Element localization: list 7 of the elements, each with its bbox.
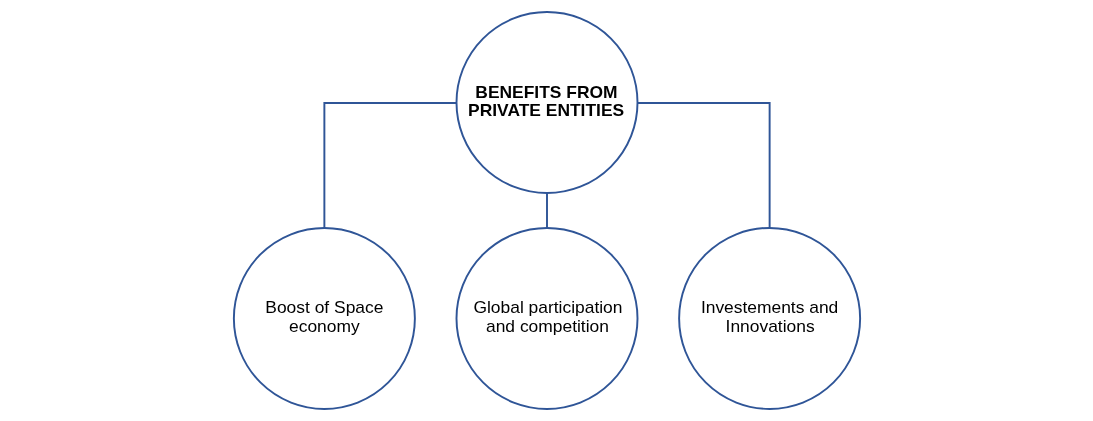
node-circle: Investements and Innovations: [677, 226, 861, 410]
node-circle: BENEFITS FROM PRIVATE ENTITIES: [455, 11, 638, 195]
connector: [545, 192, 548, 229]
node-circle: Global participation and competition: [455, 226, 638, 410]
connector: [636, 102, 771, 229]
connector: [322, 102, 457, 229]
node-circle: Boost of Space economy: [232, 226, 416, 410]
